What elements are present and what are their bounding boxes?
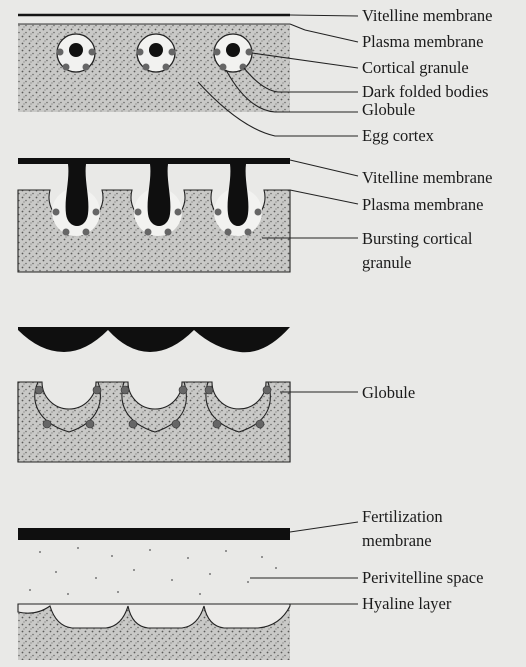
- label-globule: Globule: [362, 100, 415, 119]
- label-dark-folded-bodies: Dark folded bodies: [362, 82, 488, 101]
- label-hyaline-layer: Hyaline layer: [362, 594, 452, 613]
- panel-2-granule-exocytosis: Vitelline membrane Plasma membrane Burst…: [18, 158, 493, 272]
- fertilization-membrane: [18, 528, 290, 540]
- label-membrane: membrane: [362, 531, 432, 550]
- label-vitelline-membrane: Vitelline membrane: [362, 168, 493, 187]
- cortical-granule: [214, 34, 253, 72]
- panel-1-unfertilized-cortex: Vitelline membrane Plasma membrane Corti…: [18, 6, 493, 145]
- panel-4-fertilization-membrane: Fertilization membrane Perivitelline spa…: [18, 507, 483, 660]
- label-bursting-cortical: Bursting cortical: [362, 229, 473, 248]
- cortical-granule: [57, 34, 96, 72]
- label-granule: granule: [362, 253, 411, 272]
- label-plasma-membrane: Plasma membrane: [362, 32, 483, 51]
- perivitelline-space-dots: [29, 547, 277, 595]
- panel-3-membrane-lifting: Globule: [18, 327, 415, 462]
- lifted-vitelline-membrane: [18, 327, 290, 352]
- label-perivitelline-space: Perivitelline space: [362, 568, 483, 587]
- label-plasma-membrane: Plasma membrane: [362, 195, 483, 214]
- label-egg-cortex: Egg cortex: [362, 126, 435, 145]
- label-cortical-granule: Cortical granule: [362, 58, 469, 77]
- label-vitelline-membrane: Vitelline membrane: [362, 6, 493, 25]
- label-fertilization: Fertilization: [362, 507, 443, 526]
- label-globule: Globule: [362, 383, 415, 402]
- cortical-granule: [137, 34, 176, 72]
